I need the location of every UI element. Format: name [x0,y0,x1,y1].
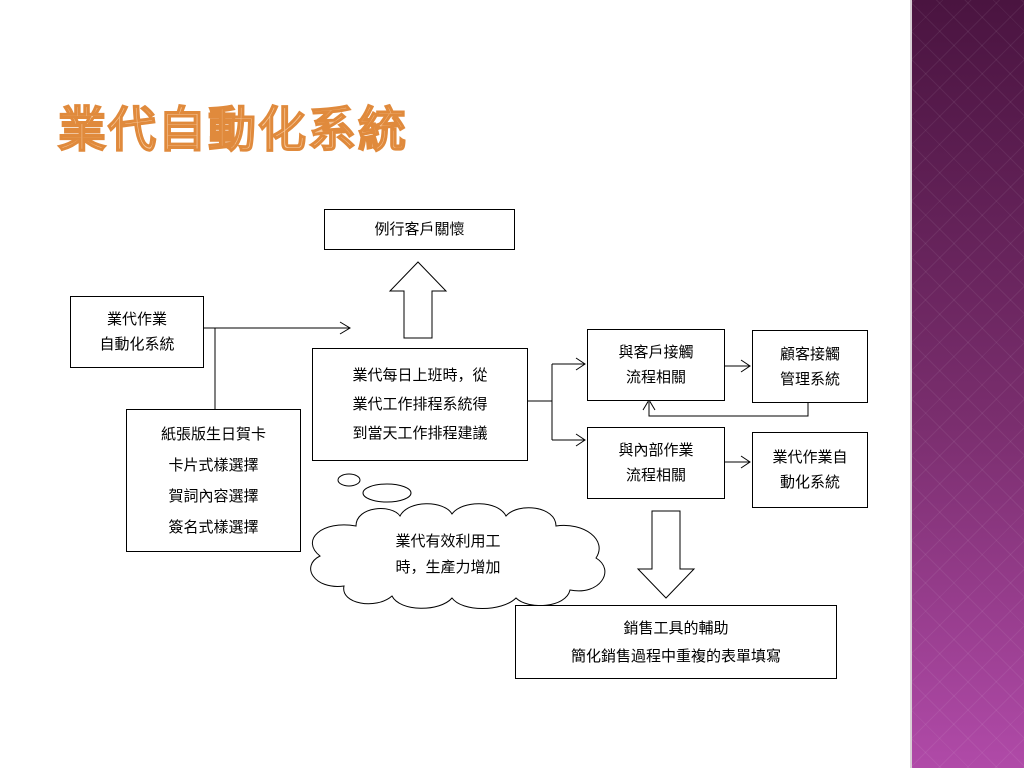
card-options-line-4: 簽名式樣選擇 [168,517,259,536]
card-options-line-3: 賀詞內容選擇 [168,486,259,505]
automation-box: 業代作業 自動化系統 [70,296,204,368]
arrowhead-customer-contact [575,357,586,371]
card-options-box: 紙張版生日賀卡 卡片式樣選擇 賀詞內容選擇 簽名式樣選擇 [126,409,301,552]
benefit-cloud-text: 業代有效利用工 時，生產力增加 [358,528,538,580]
daily-schedule-line-3: 到當天工作排程建議 [352,424,488,442]
internal-ops-line-2: 流程相關 [625,466,686,484]
sales-tools-box: 銷售工具的輔助 簡化銷售過程中重複的表單填寫 [515,605,837,679]
arrowhead-ops-automation [740,455,751,469]
benefit-line-1: 業代有效利用工 [395,532,501,550]
customer-contact-box: 與客戶接觸 流程相關 [587,329,725,401]
customer-care-box: 例行客戶關懷 [324,209,515,250]
sales-tools-line-1: 銷售工具的輔助 [623,619,729,637]
daily-schedule-line-1: 業代每日上班時，從 [352,366,488,384]
cloud-bubble-small [337,473,361,487]
up-arrow-shape [388,261,448,339]
ops-automation-box: 業代作業自 動化系統 [752,432,868,508]
ops-automation-line-1: 業代作業自 [772,448,848,466]
customer-contact-line-1: 與客戶接觸 [618,343,694,361]
ops-automation-line-2: 動化系統 [779,473,840,491]
arrowhead-internal-ops [575,433,586,447]
internal-ops-box: 與內部作業 流程相關 [587,427,725,499]
card-options-line-2: 卡片式樣選擇 [168,455,259,474]
internal-ops-line-1: 與內部作業 [618,441,694,459]
daily-schedule-box: 業代每日上班時，從 業代工作排程系統得 到當天工作排程建議 [312,348,528,461]
customer-care-label: 例行客戶關懷 [374,220,465,238]
arrowhead-automation-right [339,321,351,335]
crm-line-1: 顧客接觸 [779,344,840,363]
daily-schedule-line-2: 業代工作排程系統得 [352,395,488,413]
slide-title: 業代自動化系統 [57,101,409,159]
cloud-bubble-medium [362,483,412,503]
card-options-line-1: 紙張版生日賀卡 [160,424,266,443]
connector-crm-feedback [648,402,809,417]
sidebar-divider [910,0,912,768]
benefit-line-2: 時，生產力增加 [395,558,501,576]
crm-box: 顧客接觸 管理系統 [752,330,868,403]
arrowhead-crm [740,359,751,373]
sales-tools-line-2: 簡化銷售過程中重複的表單填寫 [570,647,781,665]
automation-line-2: 自動化系統 [99,335,175,353]
decorative-sidebar [912,0,1024,768]
crm-line-2: 管理系統 [779,369,840,388]
benefit-cloud-shape [310,503,606,609]
automation-line-1: 業代作業 [106,310,167,328]
down-arrow-shape [636,510,696,599]
customer-contact-line-2: 流程相關 [625,368,686,386]
